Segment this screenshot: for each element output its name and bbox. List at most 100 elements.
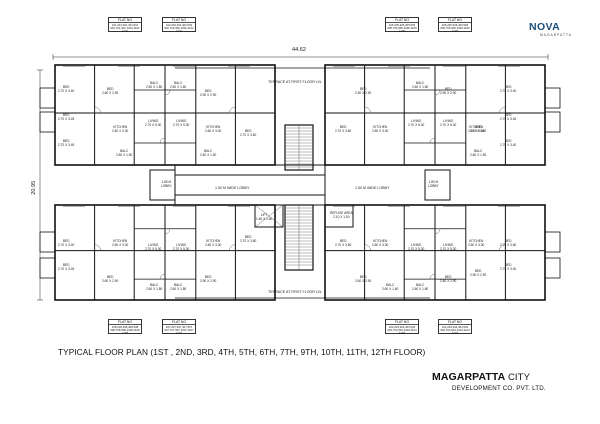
balcony-projection [544,87,561,109]
lift-cross [254,204,284,228]
flat-number-heading: FLAT NO [163,320,195,325]
room-name: BED [339,239,347,243]
room-size: 2.60 X 1.50 [200,152,217,157]
door-swing [499,244,506,251]
room-size: 2.70 X 3.40 [58,242,75,247]
flat-number-list: 108,208,308,408,508 608,708,908,1008,110… [110,325,140,336]
overall-height-label: 20.95 [31,180,38,195]
door-swing [159,137,166,144]
balcony-projection [544,231,561,253]
flat-number-heading: FLAT NO [386,320,418,325]
magarpatta-logo: MAGARPATTA CITY [432,371,530,383]
room-size: 2.60 X 1.80 [412,286,429,291]
room-size: 2.70 X 3.40 [500,88,517,93]
door-swing [429,137,436,144]
room-size: 2.70 X 3.40 [58,88,75,93]
room-size: 2.70 X 3.60 [240,238,257,243]
room-size: 2.60 X 3.30 [112,128,129,133]
side-lobby [424,169,451,201]
room-size: 2.60 X 2.90 [355,278,372,283]
room-name: LIVING [442,243,454,247]
room-size: 2.60 X 1.80 [412,84,429,89]
room-name: BALC [473,149,483,153]
room-name: KITCHEN [373,125,388,129]
room-name: BED [62,113,70,117]
nova-logo: NOVA [529,21,561,33]
room-name: BED [444,87,452,91]
lobby-wall [174,194,326,206]
balcony-projection [544,257,561,279]
flat-number-list: 107,207,307,407,507 607,707,907,1007,110… [164,325,194,336]
room-name: BALC [119,149,129,153]
room-name: BED [62,239,70,243]
floor-plan-title: TYPICAL FLOOR PLAN (1ST , 2ND, 3RD, 4TH,… [58,347,426,357]
room-size: 2.60 X 2.90 [440,278,457,283]
room-name: BED [504,239,512,243]
room-name: LIVING [410,119,422,123]
magarpatta-logo-city: CITY [507,372,531,383]
room-size: 2.70 X 3.60 [470,128,487,133]
room-name: LIVING [175,119,187,123]
room-size: 2.70 X 3.40 [500,266,517,271]
room-size: 2.70 X 3.45 [500,116,517,121]
flat-number-list: 104,204,304,404,504 604,704,904,1004,110… [440,325,470,336]
room-name: LIVING [175,243,187,247]
room-size: 2.60 X 3.30 [372,128,389,133]
flat-number-heading: FLAT NO [439,320,471,325]
door-swing [364,244,371,251]
room-name: BALC [415,81,425,85]
room-size: 2.70 X 3.45 [58,142,75,147]
side-lobby [149,169,176,201]
room-name: BED [62,263,70,267]
room-size: 2.60 X 1.60 [170,84,187,89]
room-name: BED [504,139,512,143]
flat-number-heading: FLAT NO [439,18,471,23]
balcony-projection [39,111,56,133]
flat-number-list: 105,205,305,405,505 605,705,905,1005,110… [387,23,417,34]
room-name: KITCHEN [113,125,128,129]
room-size: 2.60 X 1.80 [146,84,163,89]
room-name: BED [504,113,512,117]
flat-number-list: 102,202,302,402,502 602,702,902,1002,110… [164,23,194,34]
balcony-projection [39,87,56,109]
room-size: 2.70 X 5.30 [145,246,162,251]
balcony-projection [39,257,56,279]
balcony-projection [39,231,56,253]
door-swing [429,273,436,280]
room-size: 2.60 X 3.30 [205,242,222,247]
room-name: BED [359,275,367,279]
room-size: 2.60 X 3.30 [372,242,389,247]
room-size: 2.70 X 5.30 [173,246,190,251]
room-name: BALC [173,283,183,287]
